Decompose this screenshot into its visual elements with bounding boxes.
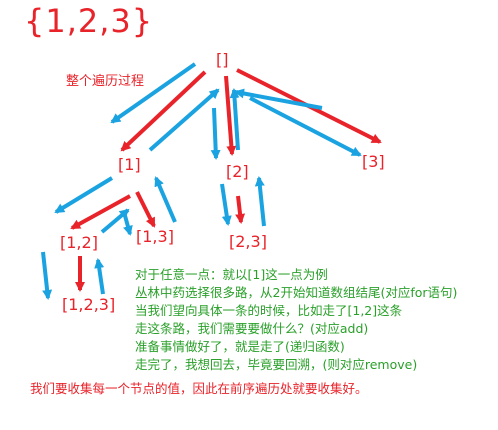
node-1: [1] [118, 155, 141, 174]
node-1-2: [1,2] [60, 233, 98, 252]
note-line: 丛林中药选择很多路，从2开始知道数组结尾(对应for语句) [135, 285, 458, 300]
note-line: 走这条路，我们需要要做什么？(对应add) [135, 321, 369, 336]
note-line: 当我们望向具体一条的时候，比如走了[1,2]这条 [135, 303, 403, 318]
node-1-3: [1,3] [136, 227, 174, 246]
note-line: 走完了，我想回去，毕竟要回溯，(则对应remove) [135, 357, 418, 372]
arrow-1-to-12 [70, 194, 131, 230]
node-3: [3] [362, 152, 385, 171]
arrow-root-down-2 [210, 107, 221, 160]
arrow-2-down-23 [220, 183, 232, 226]
bottom-note: 我们要收集每一个节点的值，因此在前序遍历处就要收集好。 [30, 381, 368, 396]
arrow-root-to-3-blue [249, 96, 362, 157]
arrow-back-3-to-root [234, 88, 323, 110]
arrow-back-123-to-12 [94, 258, 105, 295]
arrow-root-to-2 [224, 75, 237, 156]
explanation-notes: 对于任意一点：就以[1]这一点为例 丛林中药选择很多路，从2开始知道数组结尾(对… [135, 266, 457, 374]
arrow-12-down-123 [41, 251, 53, 300]
node-2: [2] [226, 162, 249, 181]
arrow-2-to-23 [235, 195, 246, 224]
arrow-back-23-to-2 [254, 176, 266, 227]
arrow-root-to-1 [120, 70, 207, 152]
arrow-1-to-13 [135, 191, 156, 228]
note-line: 对于任意一点：就以[1]这一点为例 [135, 267, 328, 282]
note-line: 准备事情做好了，就是走了(递归函数) [135, 339, 345, 354]
arrow-back-2-to-root [229, 88, 240, 151]
arrow-1-down-13 [122, 211, 133, 236]
arrow-back-1-to-root [148, 88, 220, 152]
arrow-root-left-out [110, 62, 197, 124]
diagram-title: {1,2,3} [24, 2, 154, 40]
arrow-back-13-to-1 [154, 176, 177, 223]
traversal-caption: 整个遍历过程 [66, 74, 145, 89]
node-2-3: [2,3] [229, 232, 267, 251]
node-root: [] [216, 50, 229, 69]
arrow-1-left-out [54, 176, 114, 214]
node-1-2-3: [1,2,3] [62, 295, 116, 314]
